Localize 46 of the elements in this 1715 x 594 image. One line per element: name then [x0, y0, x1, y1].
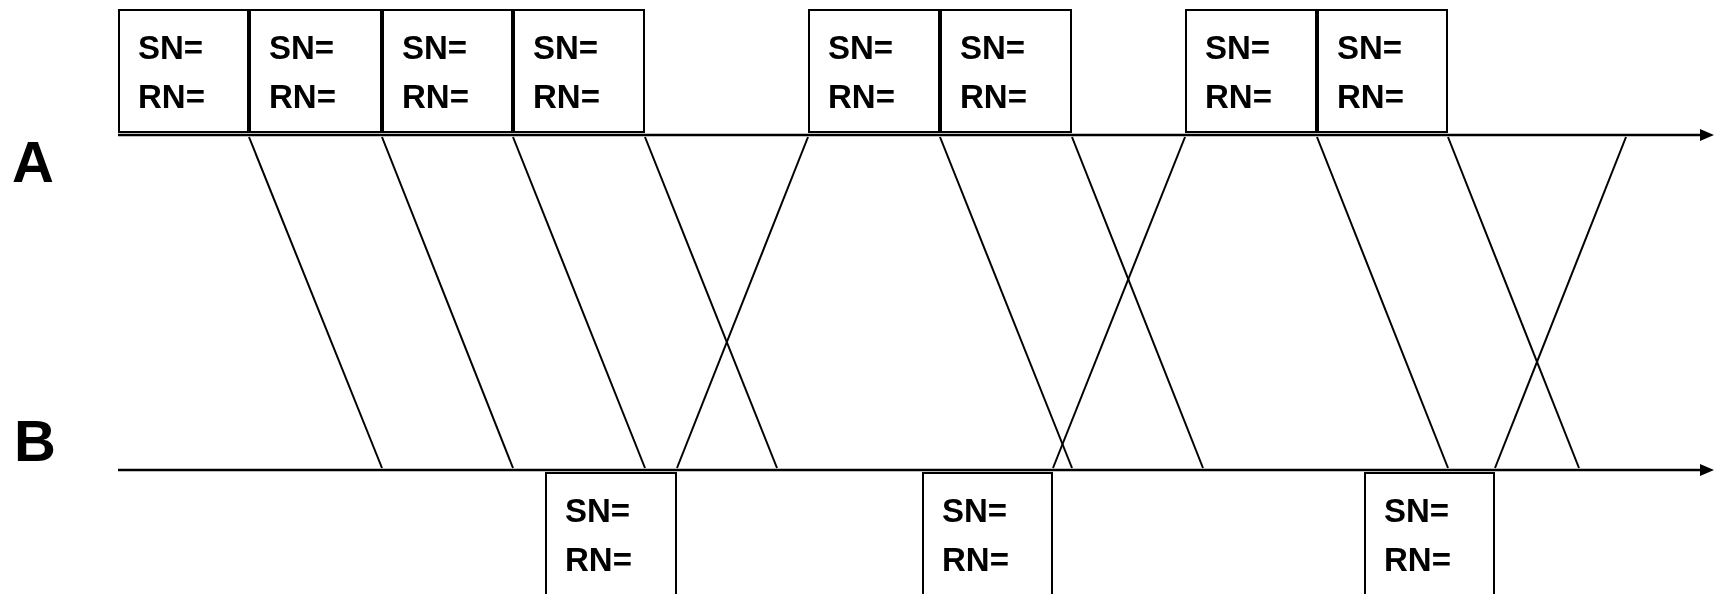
frame-field-label: SN= — [565, 492, 631, 530]
frame-box — [1317, 9, 1448, 133]
frame-box — [382, 9, 513, 133]
frame-box — [249, 9, 382, 133]
frame-field-label: SN= — [138, 29, 204, 67]
frame-field-label: SN= — [828, 29, 894, 67]
signal-line — [1316, 136, 1449, 469]
station-label: A — [12, 131, 54, 193]
frame-field-label: SN= — [960, 29, 1026, 67]
frame-box — [808, 9, 940, 133]
frame-box — [940, 9, 1072, 133]
frame-field-label: RN= — [565, 541, 632, 579]
frame-field-label: SN= — [269, 29, 335, 67]
signal-line — [1052, 136, 1186, 469]
signal-line — [939, 136, 1073, 469]
frame-field-label: RN= — [138, 78, 205, 116]
frame-field-label: SN= — [1205, 29, 1271, 67]
signal-line — [248, 136, 383, 469]
frame-box — [1364, 472, 1495, 594]
frame-field-label: RN= — [828, 78, 895, 116]
signal-line — [644, 136, 778, 469]
frame-box — [545, 472, 677, 594]
frame-field-label: SN= — [1384, 492, 1450, 530]
frame-field-label: RN= — [1384, 541, 1451, 579]
frame-box — [922, 472, 1053, 594]
signal-line — [1494, 136, 1627, 469]
frame-field-label: SN= — [1337, 29, 1403, 67]
frame-box — [118, 9, 249, 133]
frame-box — [1185, 9, 1317, 133]
signal-line — [676, 136, 809, 469]
frame-field-label: RN= — [533, 78, 600, 116]
signal-line — [1071, 136, 1204, 469]
frame-field-label: SN= — [942, 492, 1008, 530]
frame-field-label: RN= — [942, 541, 1009, 579]
frame-field-label: SN= — [402, 29, 468, 67]
signal-line — [1447, 136, 1580, 469]
frame-field-label: RN= — [1337, 78, 1404, 116]
frame-field-label: RN= — [402, 78, 469, 116]
frame-field-label: RN= — [1205, 78, 1272, 116]
signal-line — [512, 136, 646, 469]
signal-line — [381, 136, 514, 469]
frame-box — [513, 9, 645, 133]
frame-field-label: SN= — [533, 29, 599, 67]
station-label: B — [14, 410, 56, 472]
frame-field-label: RN= — [960, 78, 1027, 116]
frame-field-label: RN= — [269, 78, 336, 116]
